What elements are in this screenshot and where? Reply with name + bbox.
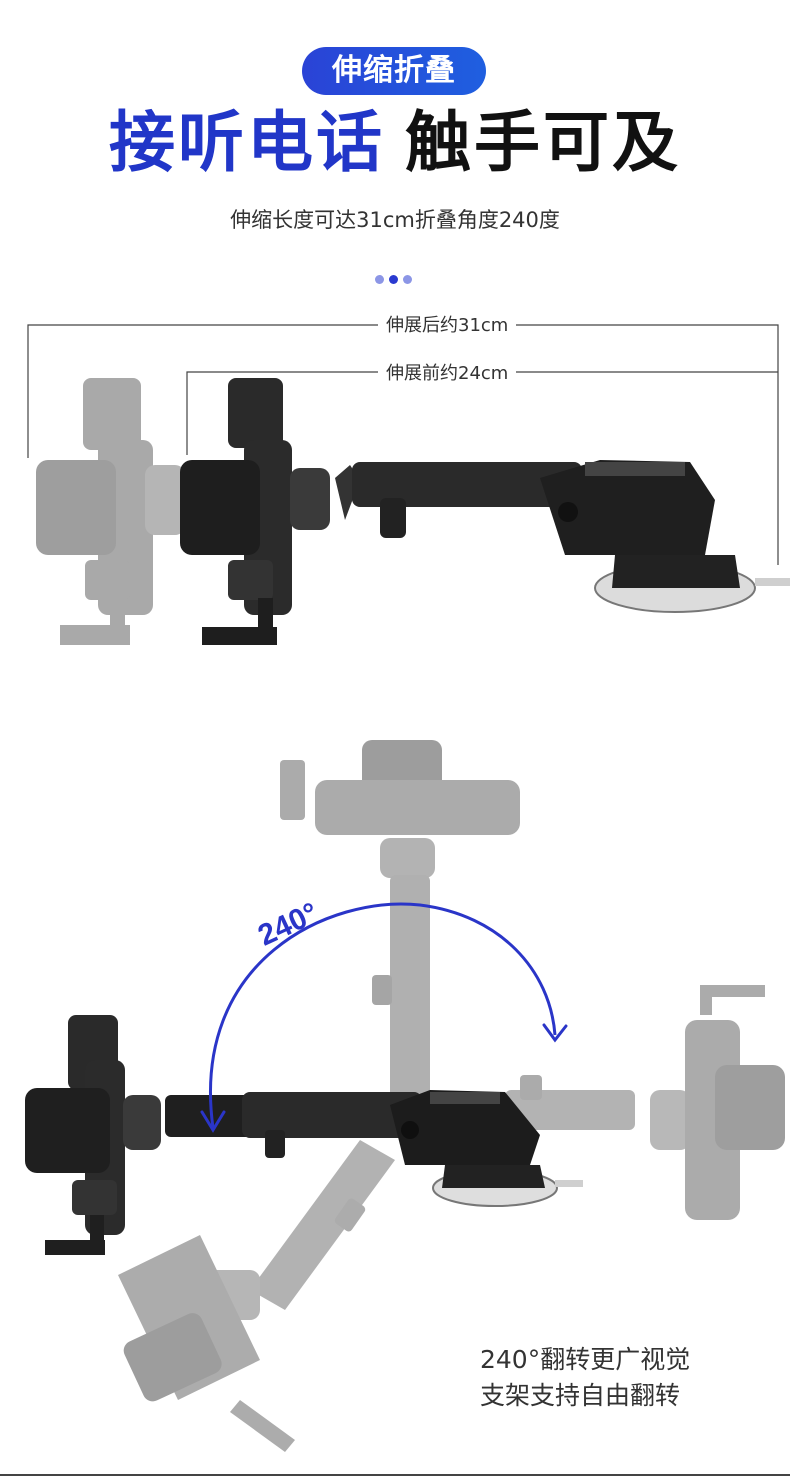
rotation-arrow	[209, 902, 557, 1129]
folded-down-holder-ghost	[118, 1140, 395, 1452]
pager-dot	[375, 275, 384, 284]
divider	[0, 1474, 790, 1476]
arrow-head-right-icon	[542, 1023, 568, 1043]
headline-black: 触手可及	[405, 104, 681, 181]
feature-badge: 伸缩折叠	[302, 47, 486, 95]
page-subtitle: 伸缩长度可达31cm折叠角度240度	[230, 208, 560, 232]
caption-line-2: 支架支持自由翻转	[480, 1381, 681, 1410]
horizontal-holder	[25, 1015, 583, 1255]
folded-right-holder-ghost	[505, 985, 785, 1220]
pager-dot-active	[389, 275, 398, 284]
angle-label: 240°	[253, 896, 323, 952]
pager-dot	[403, 275, 412, 284]
extended-phone-holder-ghost	[36, 378, 185, 645]
caption-line-1: 240°翻转更广视觉	[480, 1345, 691, 1374]
phone-holder	[180, 378, 330, 645]
folded-up-holder-ghost	[280, 740, 520, 1105]
extended-length-label: 伸展后约31cm	[378, 314, 517, 338]
telescopic-arm	[335, 460, 790, 613]
page-headline: 接听电话触手可及	[0, 100, 790, 186]
retracted-length-label: 伸展前约24cm	[378, 362, 517, 386]
pager-dots	[375, 269, 417, 284]
arrow-head-left-icon	[200, 1110, 226, 1133]
headline-blue: 接听电话	[109, 104, 385, 181]
